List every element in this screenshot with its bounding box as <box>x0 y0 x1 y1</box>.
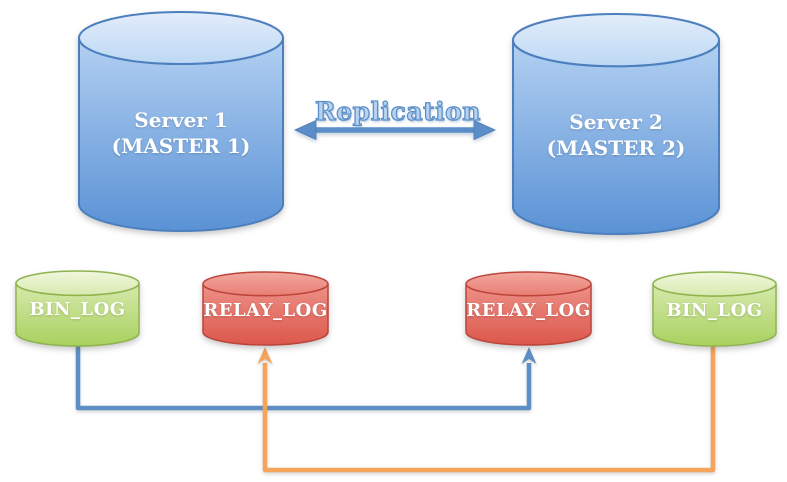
database-cylinder-icon <box>512 12 720 235</box>
left-arrowhead-icon <box>294 119 317 141</box>
replication-label: Replication <box>314 96 481 126</box>
database-cylinder-icon <box>78 11 284 232</box>
server2-name: Server 2 <box>569 110 663 134</box>
server2-cylinder: Server 2 (MASTER 2) <box>512 12 720 235</box>
database-cylinder-icon <box>652 271 777 347</box>
database-cylinder-icon <box>15 270 140 347</box>
binlog1-to-relaylog2-arrow <box>75 345 537 411</box>
server2-role: (MASTER 2) <box>546 136 686 160</box>
server1-label: Server 1 (MASTER 1) <box>78 107 284 159</box>
orange-arrowhead-icon <box>257 347 273 364</box>
server1-name: Server 1 <box>134 108 228 132</box>
relaylog2-cylinder: RELAY_LOG <box>465 271 592 346</box>
database-cylinder-icon <box>202 271 329 346</box>
right-arrowhead-icon <box>473 119 496 141</box>
blue-arrowhead-icon <box>521 347 537 364</box>
binlog2-to-relaylog1-arrow <box>257 346 716 473</box>
binlog2-label: BIN_LOG <box>666 300 763 321</box>
database-cylinder-icon <box>465 271 592 346</box>
binlog2-cylinder: BIN_LOG <box>652 271 777 347</box>
binlog1-cylinder: BIN_LOG <box>15 270 140 347</box>
relaylog2-label: RELAY_LOG <box>466 300 591 321</box>
server1-cylinder: Server 1 (MASTER 1) <box>78 11 284 232</box>
binlog1-label: BIN_LOG <box>29 299 126 320</box>
relaylog1-label: RELAY_LOG <box>203 300 328 321</box>
relaylog1-cylinder: RELAY_LOG <box>202 271 329 346</box>
server2-label: Server 2 (MASTER 2) <box>512 109 720 161</box>
server1-role: (MASTER 1) <box>111 134 251 158</box>
